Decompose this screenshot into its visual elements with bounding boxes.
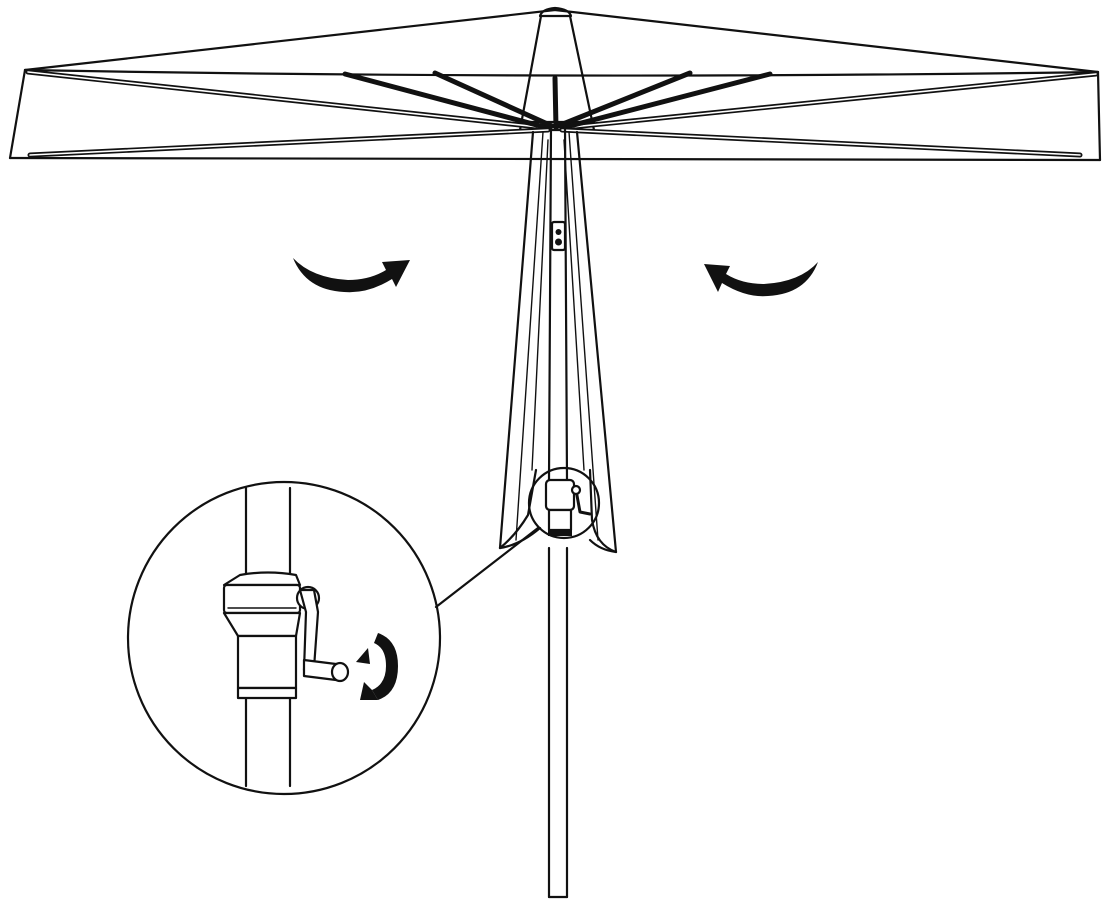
umbrella-pole [547,124,569,899]
rib-left-lower-2 [432,70,555,129]
tilt-button-dot-2 [555,238,562,246]
canopy-top-edge-right [553,8,1100,74]
fabric-fold-left-inner-2 [531,139,549,471]
rib-left-lower [342,71,551,131]
canopy-hem-upper [23,68,1100,77]
rib-center [552,75,559,131]
curved-arrow-right-icon [293,258,410,293]
crank-housing-body [544,478,576,512]
pole-upper-right [563,124,569,482]
pole-upper-left [547,124,553,482]
crank-handle-icon [295,585,350,683]
curved-arrow-left-icon [704,262,818,297]
fabric-hem-right [588,468,618,554]
rib-right-strut [561,129,1081,156]
fabric-hem-left [498,468,538,550]
canopy-hem-lower [8,156,1102,162]
crank-detail-view [126,480,442,796]
crank-housing-small [527,466,601,540]
crank-handle-small [574,488,592,516]
detail-leader-line [434,526,540,609]
crank-pivot-small [570,484,582,496]
tilt-button-dot [555,229,562,235]
detail-callout-ring [527,466,601,540]
detail-housing-sleeve [236,634,298,690]
rotate-counterclockwise-icon [356,633,398,700]
detail-housing-band [222,583,302,615]
crank-housing-collar [547,508,573,532]
detail-housing-top [222,571,302,587]
canopy-side-left [8,68,27,160]
rib-left-upper [27,71,549,129]
detail-circle [126,480,442,796]
rib-left-strut [29,129,549,156]
canopy-top-edge-left [23,8,557,72]
rib-right-lower [559,71,773,131]
fabric-fold-left-inner [515,131,544,541]
umbrella-ribs [25,69,1099,158]
fabric-fold-right-inner [568,131,599,541]
detail-housing-taper [222,611,302,638]
crank-housing-ring [548,530,572,536]
fabric-fold-right-inner-2 [563,139,585,471]
rib-right-upper [561,73,1097,129]
rib-right-lower-2 [555,70,693,129]
canopy-side-right [1096,70,1102,162]
tilt-button [550,220,567,252]
detail-housing-base [236,686,298,700]
